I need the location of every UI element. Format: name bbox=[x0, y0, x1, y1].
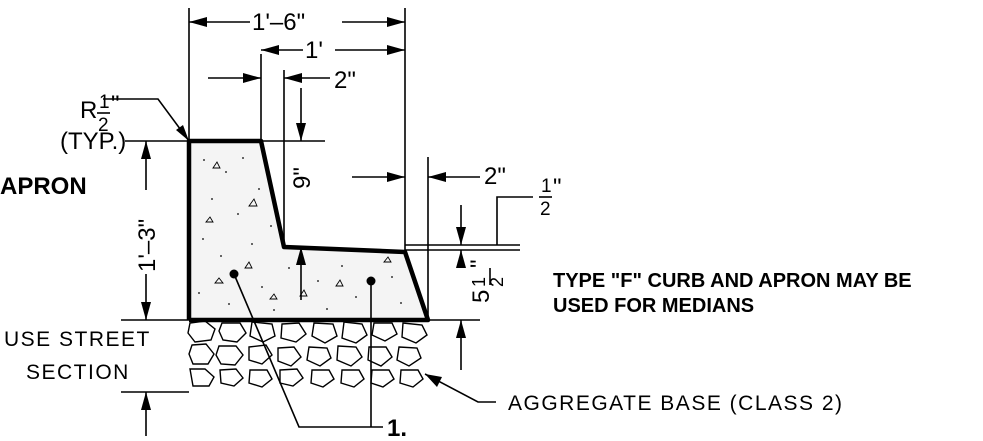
radius-denominator: 2 bbox=[98, 115, 109, 136]
callout-leaders bbox=[229, 269, 383, 428]
dim-apron-depth bbox=[428, 250, 480, 370]
dim-top-width-label: 1' bbox=[305, 37, 323, 64]
radius-numerator: 1 bbox=[99, 92, 110, 113]
section-label: SECTION bbox=[26, 361, 130, 384]
concrete-fill bbox=[189, 141, 428, 320]
dim-apron-depth-numerator: 1 bbox=[469, 277, 489, 287]
use-street-label: USE STREET bbox=[4, 328, 151, 351]
aggregate-base-stones bbox=[187, 320, 428, 388]
dim-curb-height-label: 1'–3" bbox=[134, 219, 161, 272]
radius-inch-mark: " bbox=[111, 91, 120, 118]
dim-overall-width bbox=[188, 8, 406, 252]
dim-apron-lip-label: 2" bbox=[484, 163, 506, 190]
dim-half-numerator: 1 bbox=[541, 176, 552, 197]
dim-overall-width-label: 1'–6" bbox=[252, 9, 305, 36]
note-line-1: TYPE "F" CURB AND APRON MAY BE bbox=[553, 270, 912, 292]
dim-apron-lip bbox=[352, 157, 480, 320]
dim-apron-depth-whole: 5 bbox=[468, 290, 495, 303]
dim-batter bbox=[208, 70, 330, 247]
dim-top-width bbox=[260, 45, 405, 141]
dim-face-height-label: 9" bbox=[289, 167, 316, 189]
dim-curb-height bbox=[121, 140, 189, 321]
radius-r: R bbox=[80, 97, 97, 124]
note-line-2: USED FOR MEDIANS bbox=[553, 295, 754, 317]
dim-half-inch-mark: " bbox=[553, 174, 562, 201]
dim-batter-label: 2" bbox=[334, 67, 356, 94]
dim-apron-depth-mark: " bbox=[466, 259, 493, 268]
dim-half-inch bbox=[405, 196, 533, 251]
dim-base-depth bbox=[121, 391, 189, 436]
dim-half-denominator: 2 bbox=[540, 199, 551, 220]
callout-number: 1. bbox=[387, 415, 407, 441]
apron-label: APRON bbox=[0, 173, 87, 200]
radius-callout: R 1 2 " (TYP.) bbox=[60, 91, 190, 155]
radius-typ: (TYP.) bbox=[60, 128, 126, 155]
aggregate-base-leader bbox=[424, 373, 496, 403]
aggregate-base-label: AGGREGATE BASE (CLASS 2) bbox=[508, 392, 844, 415]
dim-face-height bbox=[261, 88, 325, 300]
dim-apron-depth-denominator: 2 bbox=[487, 277, 507, 287]
